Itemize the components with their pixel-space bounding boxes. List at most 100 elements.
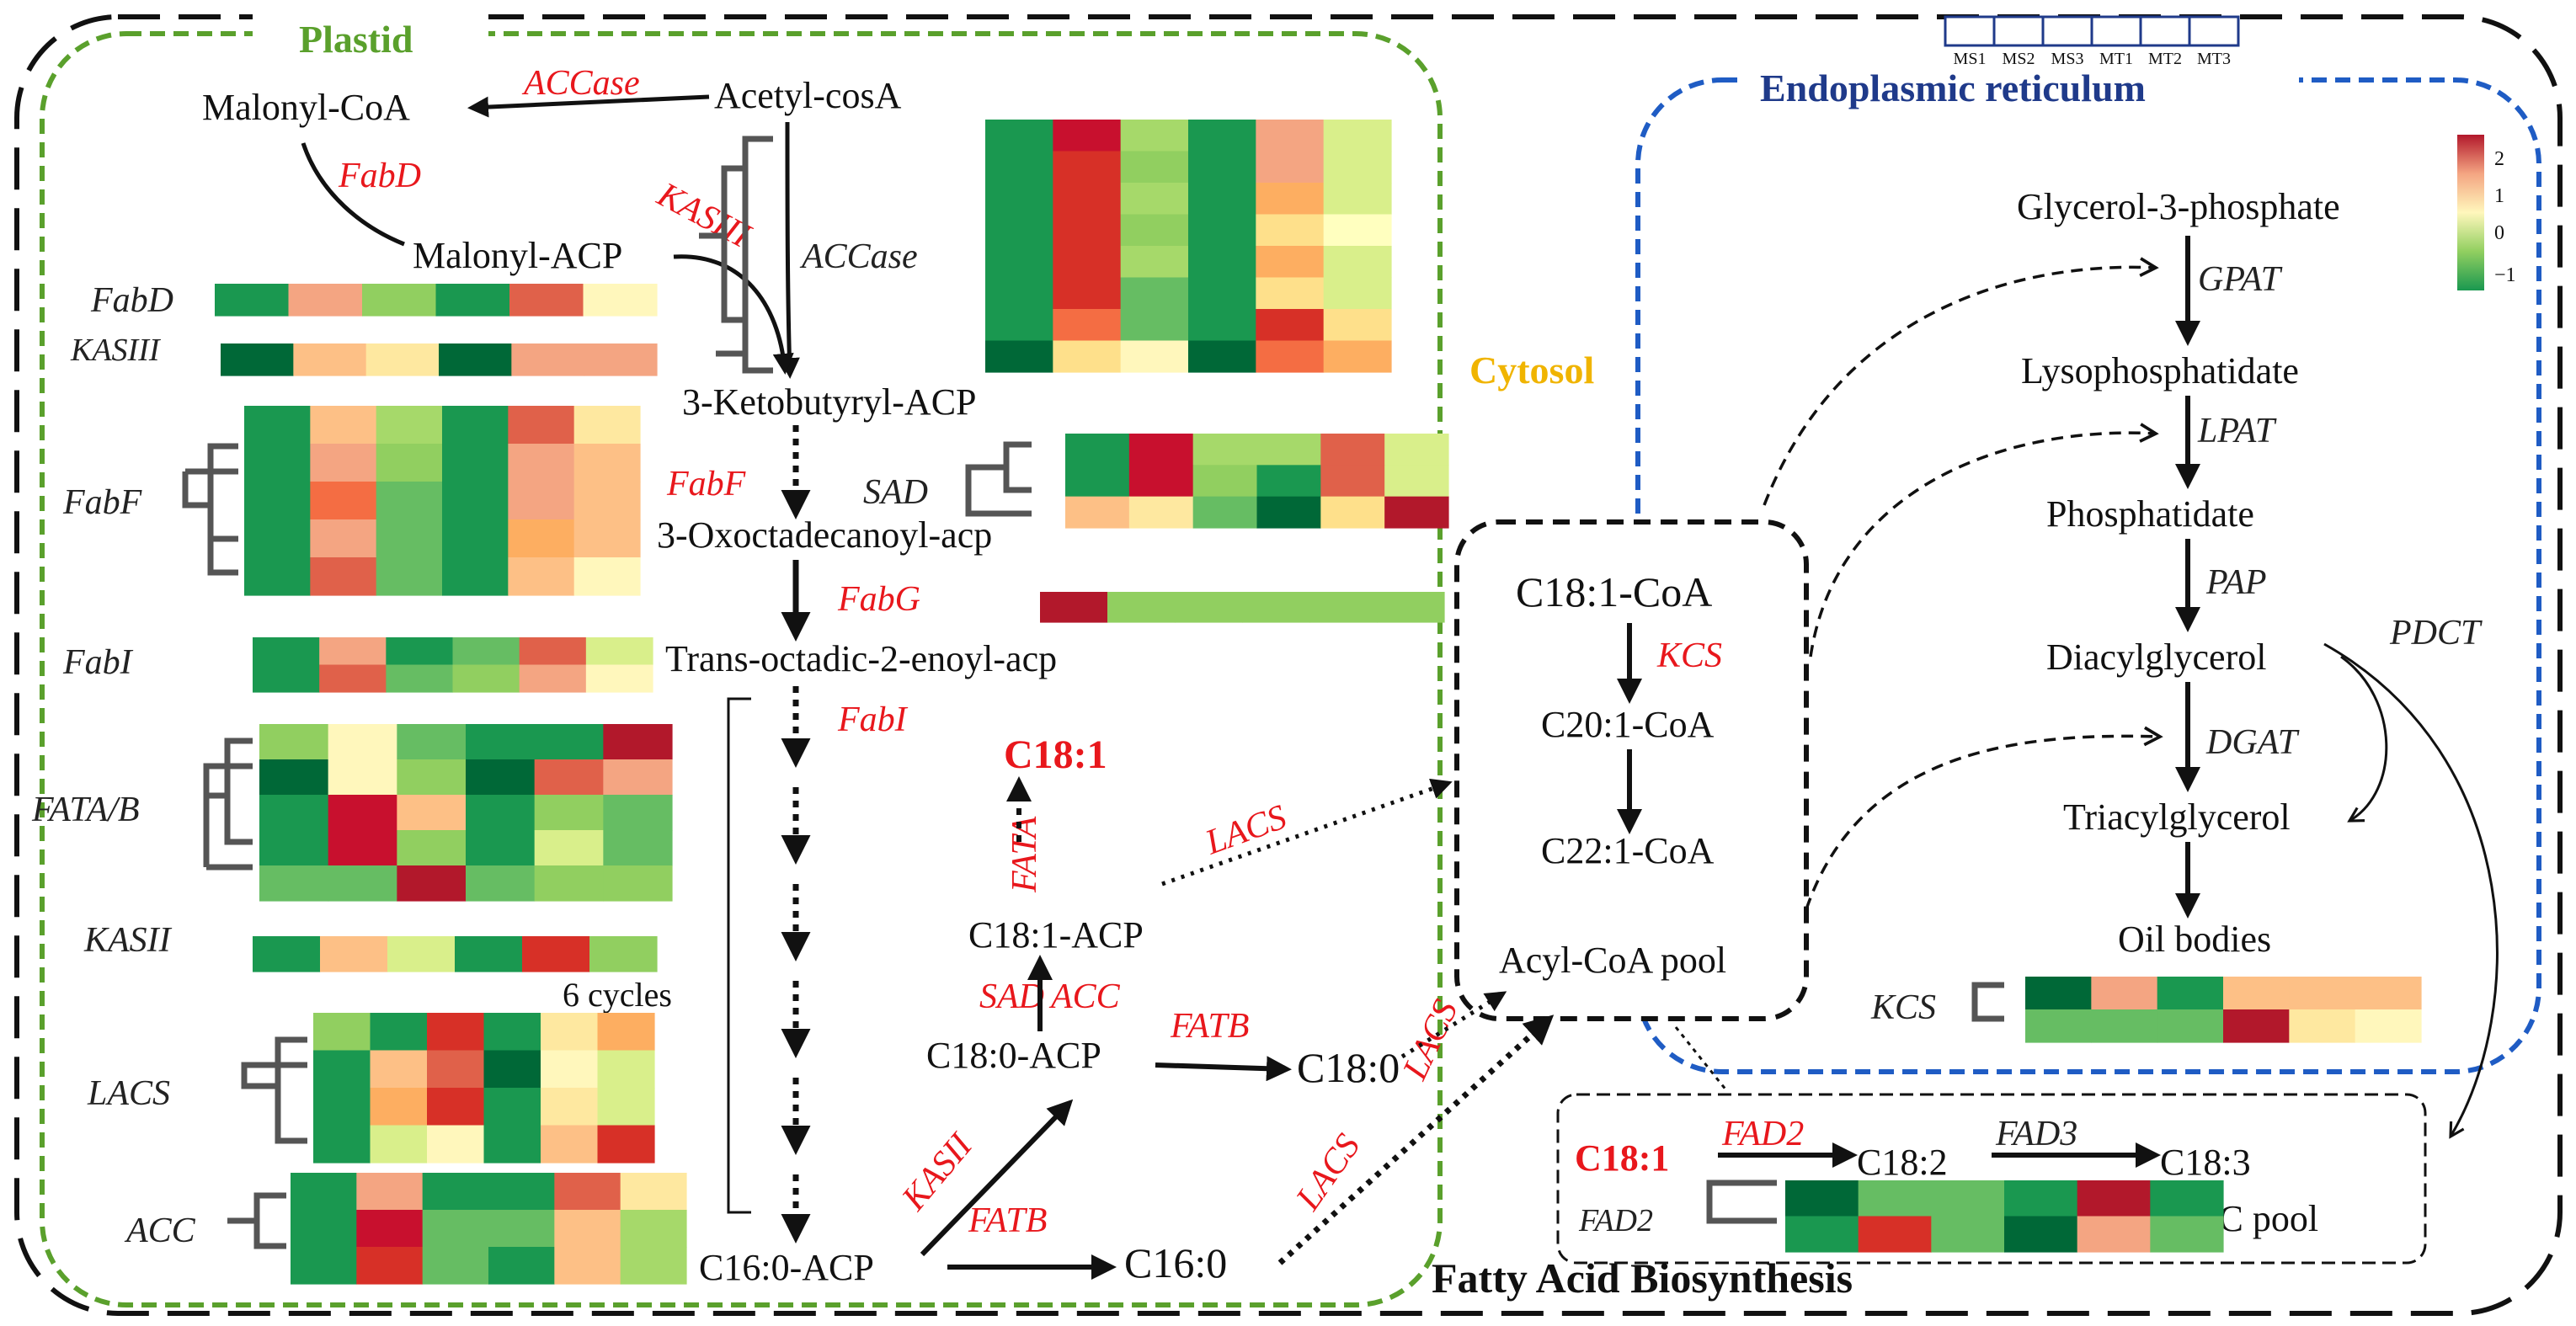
pc-c182: C18:2 xyxy=(1857,1142,1948,1183)
heatmap-cell xyxy=(985,214,1053,247)
heatmap-cell xyxy=(356,1210,424,1248)
heatmap-cell xyxy=(2223,977,2290,1010)
c181-coa: C18:1-CoA xyxy=(1516,568,1712,615)
heatmap-cell xyxy=(442,406,509,445)
heatmap-cell xyxy=(422,1173,489,1211)
lysophosphatidate: Lysophosphatidate xyxy=(2021,350,2299,391)
heatmap-cell xyxy=(2091,977,2158,1010)
heatmap-cell xyxy=(1053,309,1122,342)
heatmap-cell xyxy=(259,759,329,796)
heatmap-cell xyxy=(466,724,536,760)
heatmap-cell xyxy=(1323,214,1392,247)
fatb-enzyme-1: FATB xyxy=(1170,1007,1249,1046)
plastid-label: Plastid xyxy=(299,18,413,61)
heatmap-cell xyxy=(1188,120,1256,152)
pc-c181: C18:1 xyxy=(1575,1137,1669,1179)
heatmap-cell xyxy=(319,637,387,666)
heatmap-cell xyxy=(328,830,397,866)
ketobutyryl-acp: 3-Ketobutyryl-ACP xyxy=(682,381,977,423)
trans-octadic-acp: Trans-octadic-2-enoyl-acp xyxy=(665,638,1057,679)
heatmap-cell xyxy=(253,637,320,666)
heatmap-cell xyxy=(519,637,587,666)
sample-label: MT3 xyxy=(2197,50,2231,68)
heatmap-cell xyxy=(2150,1216,2224,1253)
heatmap-cell xyxy=(244,557,311,596)
heatmap-cell xyxy=(1120,214,1189,247)
er-label-mask xyxy=(1743,61,2299,111)
pc-c183: C18:3 xyxy=(2160,1142,2251,1183)
acyl-coa-pool-label: Acyl-CoA pool xyxy=(1499,940,1726,981)
heatmap-cell xyxy=(291,1210,357,1248)
heatmap-cell xyxy=(2289,1009,2356,1043)
heatmap-cell xyxy=(455,936,523,972)
heatmap-cell xyxy=(370,1050,428,1089)
heatmap-cell xyxy=(253,936,321,972)
heatmap-cell xyxy=(1384,465,1449,498)
plastid-border xyxy=(40,31,1443,1307)
heatmap-cell xyxy=(534,795,604,831)
heatmap-cell xyxy=(603,830,673,866)
six-cycles-label: 6 cycles xyxy=(563,976,672,1014)
heatmap-cell xyxy=(427,1088,485,1126)
heatmap-cell xyxy=(1256,309,1325,342)
heatmap-cell xyxy=(508,444,575,482)
heatmap-cell xyxy=(435,284,510,317)
heatmap-cell xyxy=(534,759,604,796)
heatmap-cell xyxy=(376,557,443,596)
heatmap-cell xyxy=(1188,277,1256,310)
heatmap-cell xyxy=(1256,277,1325,310)
heatmap-cell xyxy=(310,482,377,520)
heatmap-cell xyxy=(376,519,443,558)
c160: C16:0 xyxy=(1124,1239,1227,1286)
dendrogram xyxy=(241,1036,307,1144)
heatmap-cell xyxy=(2157,1009,2224,1043)
accase-enzyme: ACCase xyxy=(521,64,640,103)
heatmap-cell xyxy=(2150,1180,2224,1217)
heatmap-cell xyxy=(310,519,377,558)
heatmap-label-sad: SAD xyxy=(863,473,928,512)
heatmap-cell xyxy=(1931,1216,2005,1253)
heatmap-cell xyxy=(376,444,443,482)
plastid-arrows xyxy=(301,94,1555,1280)
footer-title: Fatty Acid Biosynthesis xyxy=(1432,1254,1853,1302)
heatmap-cell xyxy=(2004,1180,2078,1217)
heatmap-cell xyxy=(603,759,673,796)
heatmap-cell xyxy=(1128,496,1194,529)
heatmap-cell xyxy=(541,1013,599,1052)
heatmap-cell xyxy=(1053,151,1122,184)
heatmap-cell xyxy=(1065,465,1130,498)
heatmap-cell xyxy=(597,1125,655,1164)
heatmap-fabd xyxy=(215,284,658,317)
heatmap-cell xyxy=(488,1247,555,1285)
heatmap-cell xyxy=(1256,120,1325,152)
heatmap-cell xyxy=(1120,120,1189,152)
heatmap-cell xyxy=(1120,246,1189,279)
heatmap-cell xyxy=(1188,214,1256,247)
heatmap-cell xyxy=(1256,151,1325,184)
heatmap-cell xyxy=(1323,120,1392,152)
heatmap-cell xyxy=(259,724,329,760)
heatmap-cell xyxy=(2025,1009,2092,1043)
dendrogram xyxy=(203,738,253,871)
heatmap-cell xyxy=(508,519,575,558)
heatmap-cell xyxy=(291,1173,357,1211)
phosphatidate: Phosphatidate xyxy=(2046,493,2254,535)
heatmap-label-fabf: FabF xyxy=(62,483,142,522)
heatmap-cell xyxy=(397,724,467,760)
heatmap-acc xyxy=(291,1173,687,1285)
heatmap-cell xyxy=(452,664,520,693)
heatmap-cell xyxy=(2355,1009,2422,1043)
heatmap-label-kcs: KCS xyxy=(1870,988,1936,1027)
heatmap-cell xyxy=(483,1050,541,1089)
heatmap-cell xyxy=(1323,309,1392,342)
fabi-enzyme: FabI xyxy=(837,700,909,739)
heatmap-cell xyxy=(508,557,575,596)
colorbar-tick: −1 xyxy=(2494,264,2516,286)
heatmap-cell xyxy=(442,482,509,520)
heatmap-cell xyxy=(427,1013,485,1052)
heatmap-cell xyxy=(259,830,329,866)
gpat-enzyme: GPAT xyxy=(2198,260,2283,299)
heatmap-cell xyxy=(362,284,437,317)
heatmap-cell xyxy=(573,406,641,445)
heatmap-cell xyxy=(585,664,653,693)
